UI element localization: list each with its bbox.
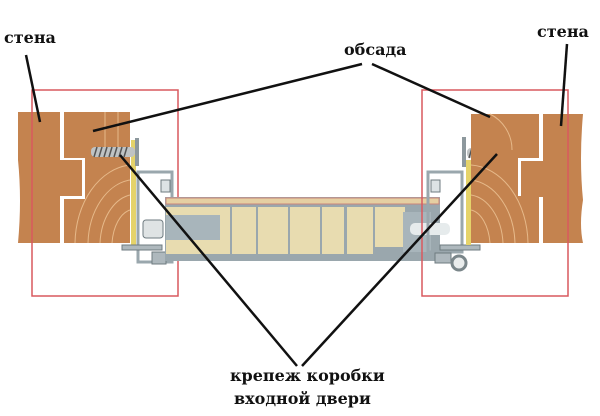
leader-wall-left <box>24 54 42 123</box>
left-highlight-box <box>31 89 179 297</box>
label-wall-left: стена <box>4 28 56 47</box>
right-door-frame-profile <box>426 170 481 272</box>
left-casing <box>64 112 131 244</box>
label-casing: обсада <box>344 40 407 59</box>
right-insulation-strip <box>466 160 471 245</box>
leader-fastener-right <box>301 153 498 367</box>
label-fastener-line2: входной двери <box>234 389 371 408</box>
leader-casing-right <box>371 62 491 119</box>
left-insulation-strip <box>131 140 136 245</box>
leader-casing-left <box>92 62 363 133</box>
door-leaf <box>165 197 450 261</box>
leader-fastener-left <box>119 154 298 367</box>
right-highlight-box <box>421 89 569 297</box>
left-screw <box>91 138 139 166</box>
leader-wall-right <box>559 43 569 127</box>
left-wall <box>18 112 82 243</box>
right-casing <box>470 113 539 244</box>
label-fastener-line1: крепеж коробки <box>230 366 385 385</box>
label-wall-right: стена <box>537 22 589 41</box>
left-door-frame-profile <box>121 170 174 265</box>
